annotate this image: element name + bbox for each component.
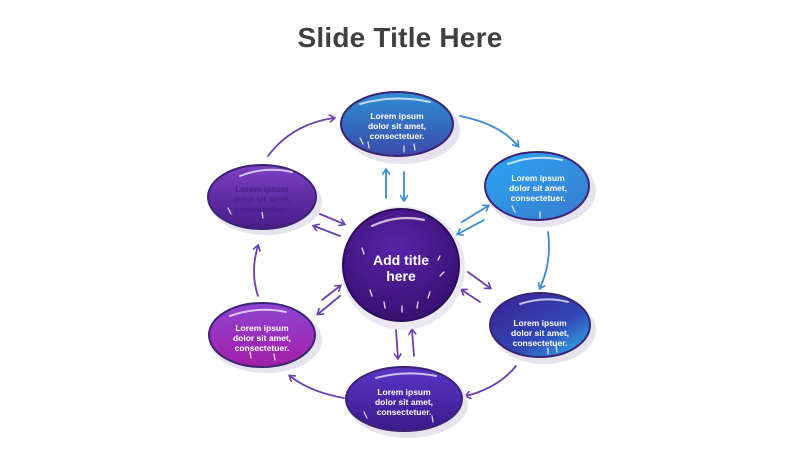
- node-lower-right: [489, 292, 591, 358]
- arrow-lower-left-to-upper-left: [254, 246, 258, 297]
- arrow-lower-right-to-bottom: [466, 365, 517, 396]
- arrow-center-to-bottom: [396, 329, 398, 358]
- arrow-center-to-upper-left: [314, 226, 341, 237]
- center-label: Add title here: [373, 252, 429, 284]
- node-upper-left-text: Lorem ipsum dolor sit amet, consectetuer…: [232, 184, 292, 214]
- node-top: [340, 91, 454, 157]
- arrow-lower-left-to-center: [321, 286, 340, 301]
- node-bottom: [345, 366, 463, 432]
- node-lower-left-text: Lorem ipsum dolor sit amet, consectetuer…: [232, 323, 292, 353]
- center-node: [341, 206, 465, 330]
- arrow-upper-left-to-center: [319, 213, 344, 224]
- arrow-lower-right-to-center: [462, 290, 481, 303]
- arrow-center-to-upper-right: [461, 206, 488, 223]
- arrow-bottom-to-lower-left: [290, 376, 345, 399]
- node-upper-right: [484, 151, 590, 221]
- arrow-upper-right-to-lower-right: [540, 231, 550, 288]
- node-upper-left: [207, 164, 317, 230]
- node-bottom-text: Lorem ipsum dolor sit amet, consectetuer…: [374, 387, 434, 417]
- arrow-center-to-lower-left: [318, 295, 341, 314]
- node-top-text: Lorem ipsum dolor sit amet, consectetuer…: [367, 111, 427, 141]
- slide-title: Slide Title Here: [297, 22, 503, 53]
- arrow-upper-right-to-center: [458, 219, 485, 234]
- node-lower-left: [208, 302, 316, 368]
- node-lower-right-text: Lorem ipsum dolor sit amet, consectetuer…: [510, 318, 570, 348]
- arrow-upper-left-to-top: [267, 118, 334, 157]
- arrow-center-to-lower-right: [467, 271, 490, 288]
- cycle-arrows: [254, 115, 550, 399]
- arrow-top-to-upper-right: [459, 115, 518, 146]
- center-arrows: [314, 170, 490, 358]
- arrow-bottom-to-center: [412, 330, 414, 357]
- node-upper-right-text: Lorem ipsum dolor sit amet, consectetuer…: [508, 173, 568, 203]
